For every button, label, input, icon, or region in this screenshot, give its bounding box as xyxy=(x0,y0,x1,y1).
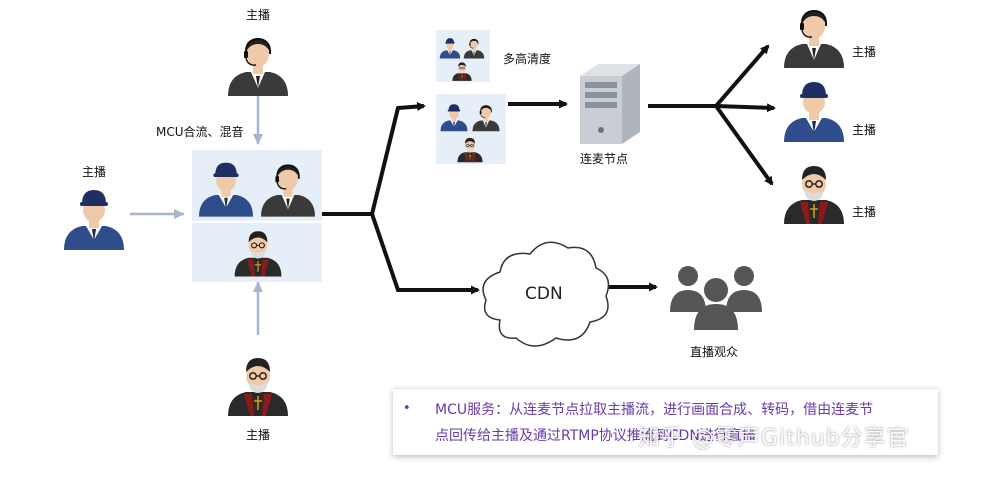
cloud-icon xyxy=(482,241,610,347)
elder-person-icon xyxy=(227,357,289,417)
label-right-anchor-1: 主播 xyxy=(852,45,877,59)
mcu-note-box: • MCU服务：从连麦节点拉取主播流，进行画面合成、转码，借由连麦节 点回传给主… xyxy=(393,388,938,455)
label-top-anchor: 主播 xyxy=(246,8,271,22)
arrow-to-multires xyxy=(370,102,426,215)
arrow-to-right-2 xyxy=(715,103,776,113)
group-icon xyxy=(670,266,762,330)
watermark: 知乎 @零声Github分享官 xyxy=(638,426,910,451)
label-audience: 直播观众 xyxy=(690,345,739,359)
arrow-to-right-3 xyxy=(714,104,774,186)
label-right-anchor-2: 主播 xyxy=(852,123,877,137)
elder-person-icon xyxy=(783,165,845,225)
arrow-to-right-1 xyxy=(714,44,770,108)
note-line-2: 点回传给主播及通过RTMP协议推流到CDN进行直播 xyxy=(435,428,756,444)
server-icon xyxy=(580,64,640,144)
label-right-anchor-3: 主播 xyxy=(852,205,877,219)
label-cdn: CDN xyxy=(525,284,563,304)
cap-person-icon xyxy=(64,190,124,250)
note-bullet: • xyxy=(403,401,411,416)
note-line-1: MCU服务：从连麦节点拉取主播流，进行画面合成、转码，借由连麦节 xyxy=(435,402,874,418)
label-relay-node: 连麦节点 xyxy=(580,152,629,166)
label-bottom-anchor: 主播 xyxy=(246,428,271,442)
arrow-to-cdn xyxy=(370,213,480,295)
label-mcu-mix: MCU合流、混音 xyxy=(156,125,244,139)
headset-person-icon xyxy=(227,37,289,97)
label-left-anchor: 主播 xyxy=(82,165,107,179)
headset-person-icon xyxy=(783,9,845,69)
label-multi-res: 多高清度 xyxy=(503,52,552,66)
cap-person-icon xyxy=(784,82,844,142)
